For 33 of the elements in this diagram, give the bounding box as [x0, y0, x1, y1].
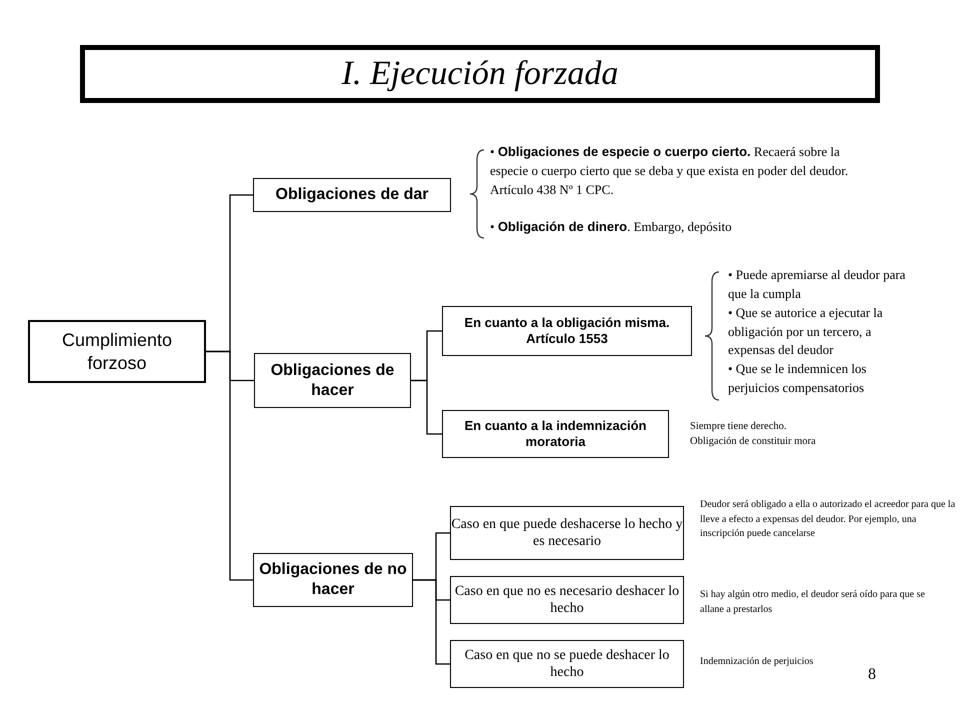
note-text: Deudor será obligado a ella o autorizado el acreedor para que la lleve a efecto a expensas del deudor. Por ejemplo, una inscripción puede cancelarse [700, 498, 956, 541]
note-text: Siempre tiene derecho. [690, 420, 788, 434]
box [253, 178, 451, 212]
box-text: Caso en que no se puede deshacer lo hecho [464, 646, 670, 682]
box-text: En cuanto a la obligación misma. Artículo 1553 [463, 314, 671, 348]
box [442, 410, 669, 458]
note-text: • Que se le indemnicen los perjuicios compensatorios [728, 360, 868, 398]
box [450, 506, 684, 560]
page-number: 8 [868, 666, 876, 684]
note-text: Indemnización de perjuicios [700, 655, 814, 669]
box-text: Caso en que no es necesario deshacer lo hecho [454, 582, 680, 618]
note-text: • Obligaciones de especie o cuerpo cierto. Recaerá sobre la especie o cuerpo cierto que se deba y que exista en poder del deudor. Artículo 438 Nº 1 CPC. [490, 143, 850, 199]
box [450, 640, 684, 688]
box-text: Cumplimiento forzoso [60, 329, 174, 374]
box [253, 553, 413, 607]
box-text: Obligaciones de no hacer [258, 560, 408, 600]
box [254, 353, 411, 408]
title-banner: I. Ejecución forzada [80, 45, 880, 103]
box-text: Obligaciones de dar [276, 185, 428, 205]
note-text: Si hay algún otro medio, el deudor será oído para que se allane a prestarlos [700, 588, 926, 616]
note-text: • Obligación de dinero. Embargo, depósito [490, 218, 733, 236]
note-text: Obligación de constituir mora [690, 434, 817, 449]
box [450, 576, 684, 624]
connector-line [411, 380, 442, 435]
box-text: Caso en que puede deshacerse lo hecho y es necesario [451, 516, 683, 550]
box-text: Obligaciones de hacer [270, 360, 396, 400]
box [28, 320, 206, 383]
note-text: • Que se autorice a ejecutar la obligación por un tercero, a expensas del deudor [728, 304, 884, 360]
note-text: • Puede apremiarse al deudor para que la cumpla [728, 266, 906, 303]
connector-line [413, 579, 450, 665]
box [442, 306, 692, 356]
connector-line [206, 350, 253, 581]
box-text: En cuanto a la indemnización moratoria [463, 418, 648, 450]
